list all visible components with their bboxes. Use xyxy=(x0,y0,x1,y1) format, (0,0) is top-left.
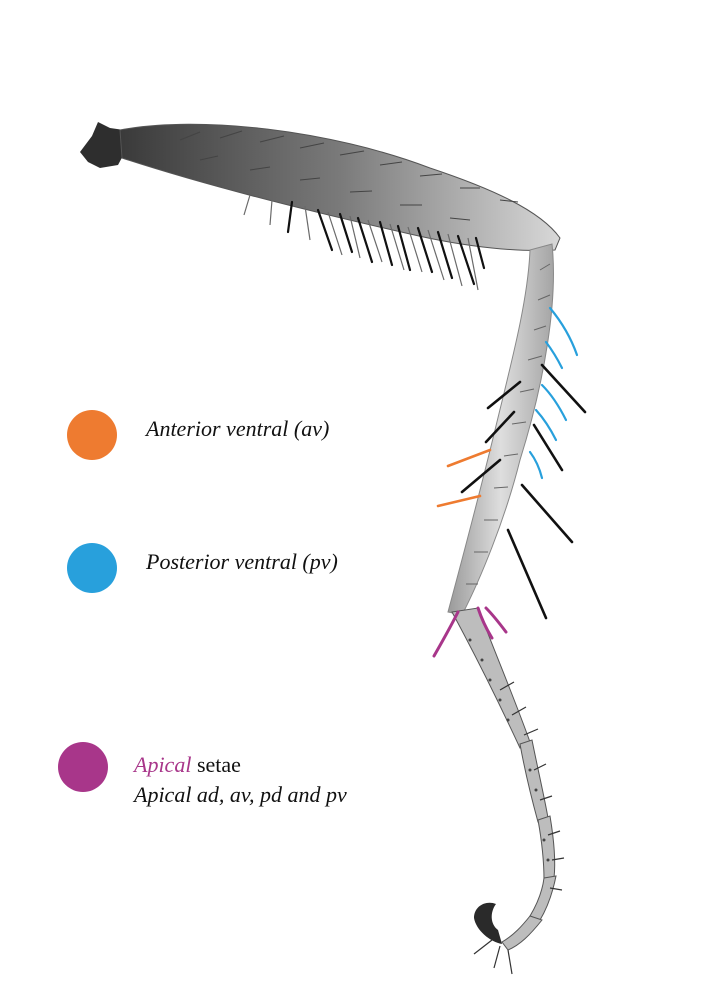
femur-ventral-bristles xyxy=(286,200,486,286)
leg-femur xyxy=(119,123,561,251)
legend-apical-highlight: Apical xyxy=(134,752,192,777)
legend-posterior-ventral-label: Posterior ventral (pv) xyxy=(146,549,338,574)
leg-base xyxy=(80,122,126,168)
tibia-apical-setae xyxy=(432,606,508,658)
tibia-hairs xyxy=(466,263,551,585)
legend-apical-line2: Apical ad, av, pd and pv xyxy=(134,782,347,807)
claw-bristles xyxy=(473,939,513,975)
blue-dot-icon xyxy=(67,543,117,593)
femur-hair-bristles xyxy=(243,194,479,291)
tarsus-spines xyxy=(499,681,565,891)
femur-hairs xyxy=(179,130,519,221)
purple-dot-icon xyxy=(58,742,108,792)
tarsus-dots xyxy=(468,638,550,862)
legend-anterior-ventral-label: Anterior ventral (av) xyxy=(146,416,330,441)
tarsal-claw xyxy=(474,902,502,944)
legend-apical-title: Apical setae xyxy=(134,752,241,778)
leg-tarsus xyxy=(451,607,557,951)
tibia-anterior-ventral-setae xyxy=(436,448,492,508)
orange-dot-icon xyxy=(67,410,117,460)
tibia-posterior-ventral-setae xyxy=(528,306,579,480)
tibia-black-bristles xyxy=(460,363,587,620)
legend-apical-rest: setae xyxy=(196,752,241,777)
